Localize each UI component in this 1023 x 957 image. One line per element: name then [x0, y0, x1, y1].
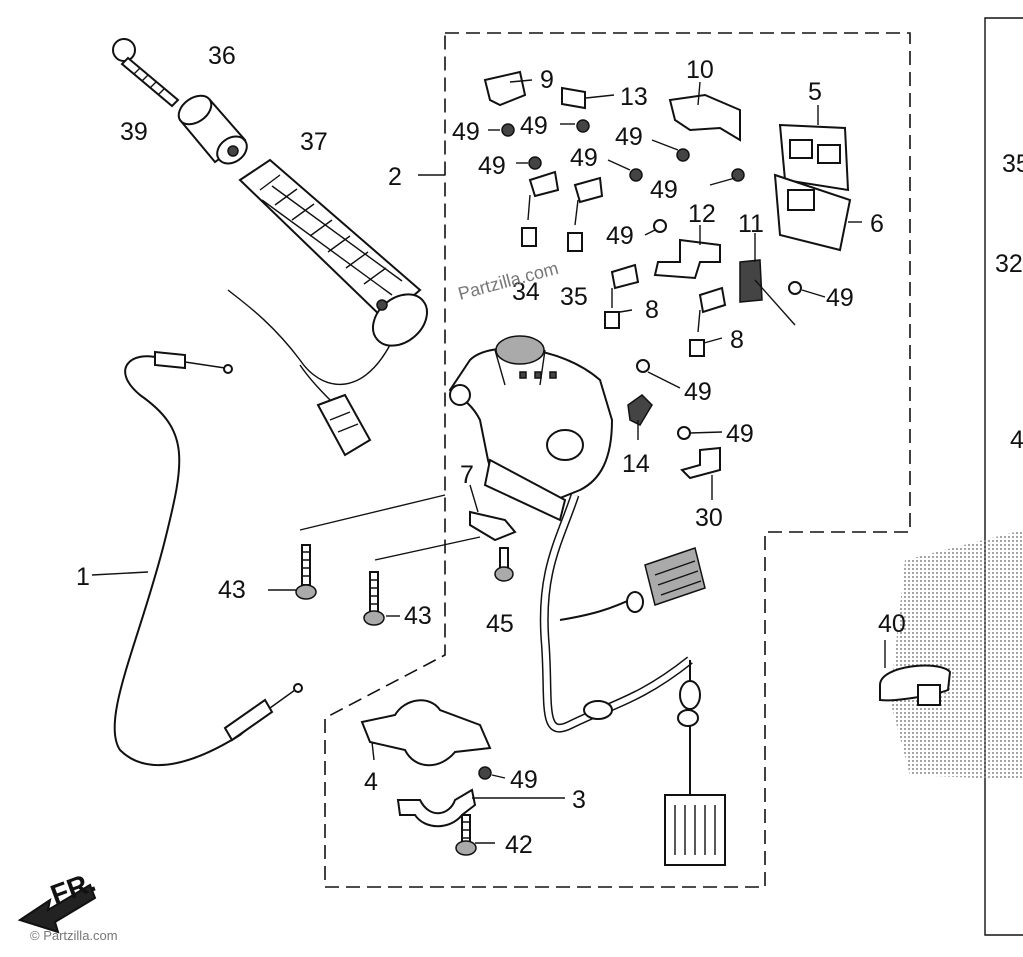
bracket-30-icon — [680, 446, 721, 480]
front-direction-label: FR. — [46, 866, 99, 911]
terminal-8a-icon — [604, 263, 640, 329]
terminal-8b-icon — [689, 286, 727, 357]
watermark-center: Partzilla.com — [456, 258, 561, 304]
callout-1: 1 — [76, 563, 90, 591]
callout-8-upper: 8 — [645, 296, 659, 324]
callout-8-lower: 8 — [730, 326, 744, 354]
bolt-43b-icon — [363, 571, 385, 626]
callout-49-11: 49 — [510, 766, 538, 794]
callout-45: 45 — [486, 610, 514, 638]
switch-11-icon — [739, 259, 763, 303]
callout-9: 9 — [540, 66, 554, 94]
shaded-area — [890, 530, 1023, 780]
heated-grip-37-icon — [238, 158, 428, 347]
bolt-39-icon — [112, 38, 180, 108]
cable-end-top-icon — [154, 350, 233, 374]
bracket-4-icon — [360, 699, 492, 767]
watermark-corner: © Partzilla.com — [30, 928, 118, 943]
callout-32-right: 32 — [995, 250, 1023, 278]
callout-7: 7 — [460, 461, 474, 489]
callout-30: 30 — [695, 504, 723, 532]
cable-end-bottom-icon — [223, 683, 303, 742]
harness-grommets-icon — [583, 591, 701, 727]
callout-13: 13 — [620, 83, 648, 111]
callout-43-left: 43 — [218, 576, 246, 604]
grip-connector-icon — [316, 393, 372, 457]
clamp-7-icon — [469, 510, 517, 542]
assembly-frame — [324, 32, 911, 888]
bolt-43a-icon — [295, 544, 317, 600]
callout-49-2: 49 — [520, 112, 548, 140]
cover-6-icon — [773, 173, 852, 252]
callout-37: 37 — [300, 128, 328, 156]
callout-39: 39 — [120, 118, 148, 146]
callout-12: 12 — [688, 200, 716, 228]
callout-49-5: 49 — [615, 123, 643, 151]
throttle-cable — [113, 355, 271, 766]
wiring-harness — [539, 493, 693, 733]
callout-49-7: 49 — [606, 222, 634, 250]
bolt-42-icon — [455, 814, 477, 856]
callout-labels: 39 36 37 1 2 9 13 10 5 6 12 11 34 35 8 8… — [76, 42, 1023, 859]
callout-40: 40 — [878, 610, 906, 638]
clamp-3-icon — [396, 788, 477, 828]
callout-42: 42 — [505, 831, 533, 859]
callout-49-3: 49 — [478, 152, 506, 180]
callout-49-6: 49 — [650, 176, 678, 204]
adjacent-assembly-frame — [984, 17, 1023, 936]
callout-49-1: 49 — [452, 118, 480, 146]
callout-14: 14 — [622, 450, 650, 478]
leader-lines — [91, 79, 886, 844]
terminal-34-icon — [521, 170, 560, 247]
plate-10-icon — [668, 93, 741, 142]
cover-5-icon — [778, 123, 850, 192]
callout-10: 10 — [686, 56, 714, 84]
switch-14-icon — [627, 394, 653, 426]
callout-11: 11 — [738, 210, 764, 238]
terminal-35-icon — [567, 176, 604, 252]
harness-connector-main-icon — [664, 794, 726, 866]
callout-34: 34 — [512, 278, 540, 306]
grip-wire — [227, 289, 391, 406]
callout-35-right: 35 — [1002, 150, 1023, 178]
callout-43-right: 43 — [404, 602, 432, 630]
callout-49-10: 49 — [726, 420, 754, 448]
bolt-45-icon — [494, 547, 514, 582]
bracket-12-icon — [653, 238, 721, 280]
bracket-9-icon — [483, 70, 527, 107]
harness-connector-gray-icon — [644, 547, 706, 606]
callout-2: 2 — [388, 163, 402, 191]
bar-end-weight-36-icon — [177, 94, 248, 165]
callout-6: 6 — [870, 210, 884, 238]
front-direction-arrow-icon — [17, 883, 97, 934]
band-40-icon — [879, 664, 952, 706]
screw-icons — [478, 119, 802, 780]
switch-housing-icon — [448, 335, 614, 522]
callout-49-8: 49 — [826, 284, 854, 312]
switch-13-icon — [561, 86, 586, 110]
callout-36: 36 — [208, 42, 236, 70]
callout-4-right: 4 — [1010, 426, 1023, 454]
callout-35: 35 — [560, 283, 588, 311]
callout-3: 3 — [572, 786, 586, 814]
callout-5: 5 — [808, 78, 822, 106]
callout-4: 4 — [364, 768, 378, 796]
callout-49-9: 49 — [684, 378, 712, 406]
callout-49-4: 49 — [570, 144, 598, 172]
